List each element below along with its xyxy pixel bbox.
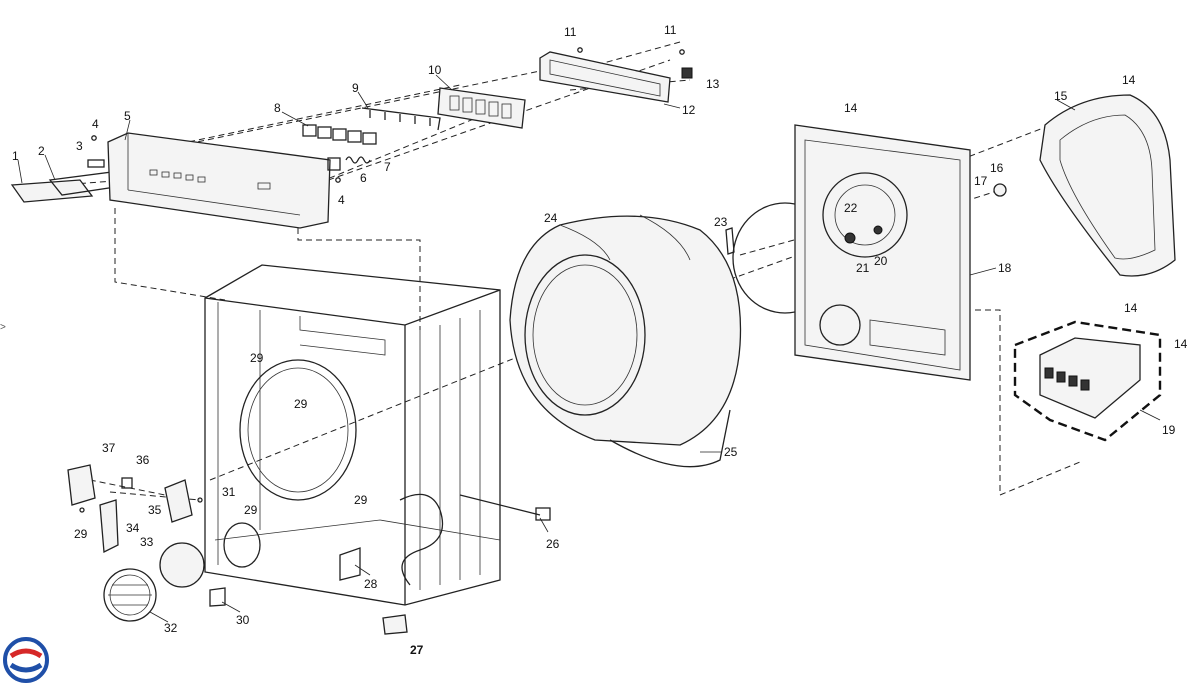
part-label-25: 25 xyxy=(724,445,738,459)
control-board xyxy=(437,87,526,129)
lint-cover xyxy=(159,542,205,588)
part-label-29b: 29 xyxy=(294,397,308,411)
part-label-7: 7 xyxy=(384,160,391,174)
button-small xyxy=(87,159,105,168)
rear-panel xyxy=(794,124,1007,381)
part-label-35: 35 xyxy=(148,503,162,517)
part-labels: 1 2 3 4 4 5 6 7 8 9 10 11 11 12 13 14 14… xyxy=(12,23,1188,657)
control-panel-assembly xyxy=(10,47,693,229)
panel-buttons xyxy=(149,169,271,190)
edge-marker: > xyxy=(0,322,6,333)
part-label-20: 20 xyxy=(874,254,888,268)
part-label-1: 1 xyxy=(12,149,19,163)
thermostat xyxy=(681,67,693,79)
rear-knob xyxy=(993,183,1007,197)
part-label-26: 26 xyxy=(546,537,560,551)
part-label-22: 22 xyxy=(844,201,858,215)
door-switch xyxy=(164,479,193,523)
drum-assembly xyxy=(509,202,838,468)
part-label-31: 31 xyxy=(222,485,236,499)
part-label-36: 36 xyxy=(136,453,150,467)
part-label-24: 24 xyxy=(544,211,558,225)
switch-knob xyxy=(327,157,341,171)
spring xyxy=(345,156,371,164)
part-label-32: 32 xyxy=(164,621,178,635)
part-label-14d: 14 xyxy=(1174,337,1188,351)
part-label-29a: 29 xyxy=(250,351,264,365)
door-handle xyxy=(99,499,119,554)
part-label-15: 15 xyxy=(1054,89,1068,103)
drum-belt xyxy=(609,409,731,468)
part-label-19: 19 xyxy=(1162,423,1176,437)
door-parts xyxy=(67,464,205,622)
dryer-cabinet xyxy=(204,264,551,635)
part-label-34: 34 xyxy=(126,521,140,535)
part-label-17: 17 xyxy=(974,174,988,188)
door-latch-base xyxy=(67,464,96,506)
part-label-11a: 11 xyxy=(564,25,577,39)
part-label-33: 33 xyxy=(140,535,154,549)
part-label-37: 37 xyxy=(102,441,116,455)
control-panel xyxy=(107,132,331,229)
part-label-14c: 14 xyxy=(1124,301,1138,315)
part-label-18: 18 xyxy=(998,261,1012,275)
drum xyxy=(509,215,742,446)
key-spring-bar xyxy=(361,107,441,131)
part-label-29c: 29 xyxy=(354,493,368,507)
part-label-14a: 14 xyxy=(844,101,858,115)
part-label-30: 30 xyxy=(236,613,250,627)
part-label-23: 23 xyxy=(714,215,728,229)
heater-duct xyxy=(1039,94,1176,277)
part-label-13: 13 xyxy=(706,77,720,91)
leader-lines xyxy=(17,74,1161,623)
part-label-10: 10 xyxy=(428,63,442,77)
foot xyxy=(382,614,408,635)
part-label-27: 27 xyxy=(410,643,424,657)
part-label-12: 12 xyxy=(682,103,696,117)
trim-strip xyxy=(10,179,94,203)
part-label-6: 6 xyxy=(360,171,367,185)
key-buttons xyxy=(302,124,377,145)
part-label-3: 3 xyxy=(76,139,83,153)
part-label-4a: 4 xyxy=(92,117,99,131)
part-label-14b: 14 xyxy=(1122,73,1136,87)
door-grille xyxy=(103,568,157,622)
part-label-4b: 4 xyxy=(338,193,345,207)
part-label-9: 9 xyxy=(352,81,359,95)
part-label-8: 8 xyxy=(274,101,281,115)
part-label-28: 28 xyxy=(364,577,378,591)
brand-logo-icon xyxy=(3,637,49,683)
part-label-11b: 11 xyxy=(664,23,677,37)
heater-assembly xyxy=(1013,320,1162,442)
part-label-29e: 29 xyxy=(74,527,88,541)
part-label-21: 21 xyxy=(856,261,870,275)
part-label-29d: 29 xyxy=(244,503,258,517)
part-label-5: 5 xyxy=(124,109,131,123)
part-label-2: 2 xyxy=(38,144,45,158)
part-label-16: 16 xyxy=(990,161,1004,175)
